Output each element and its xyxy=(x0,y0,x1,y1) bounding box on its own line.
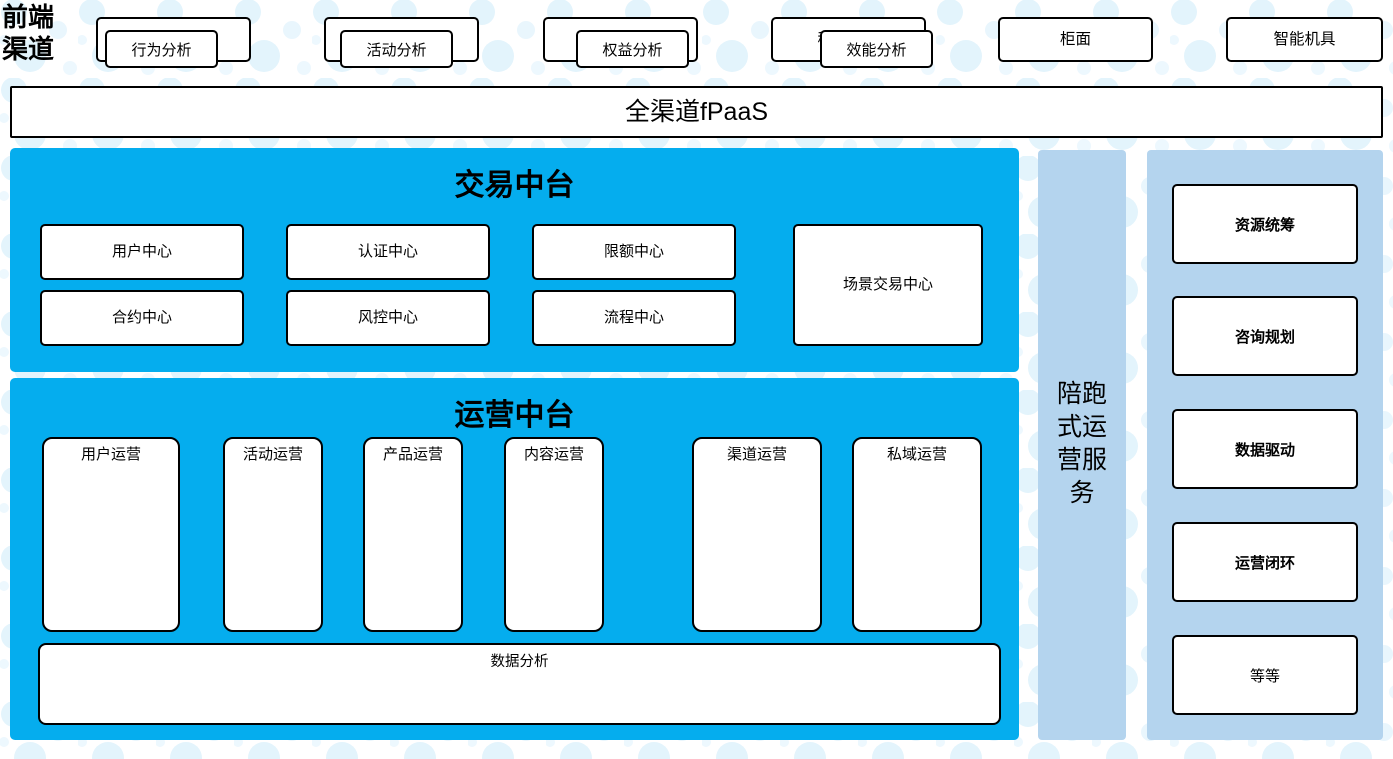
analysis-item-efficiency[interactable]: 效能分析 xyxy=(820,30,933,68)
front-channel-label-line2: 渠道 xyxy=(2,35,55,64)
op-group-private-domain-title: 私域运营 xyxy=(886,446,947,463)
analysis-item-campaign[interactable]: 活动分析 xyxy=(340,30,453,68)
op-group-content: 内容运营 xyxy=(504,437,604,632)
transaction-card-user-center[interactable]: 用户中心 xyxy=(40,224,244,280)
service-label-line-2: 式运 xyxy=(1056,413,1107,441)
service-label-line-4: 务 xyxy=(1069,479,1095,507)
front-channel-label: 前端 渠道 xyxy=(2,2,88,70)
service-card-consulting-planning[interactable]: 咨询规划 xyxy=(1172,296,1358,376)
channel-item-smart-machine[interactable]: 智能机具 xyxy=(1226,17,1383,62)
analysis-item-behavior[interactable]: 行为分析 xyxy=(105,30,218,68)
service-label-line-3: 营服 xyxy=(1056,446,1107,474)
front-channel-label-line1: 前端 xyxy=(2,3,55,32)
service-card-operation-loop[interactable]: 运营闭环 xyxy=(1172,522,1358,602)
transaction-card-auth-center[interactable]: 认证中心 xyxy=(286,224,490,280)
data-analysis-title: 数据分析 xyxy=(490,654,549,670)
transaction-card-risk-center[interactable]: 风控中心 xyxy=(286,290,490,346)
op-group-campaign: 活动运营 xyxy=(223,437,323,632)
op-group-channel: 渠道运营 xyxy=(692,437,822,632)
fpaas-banner: 全渠道fPaaS xyxy=(10,86,1383,138)
data-analysis-group: 数据分析 xyxy=(38,643,1001,725)
transaction-card-process-center[interactable]: 流程中心 xyxy=(532,290,736,346)
transaction-card-limit-center[interactable]: 限额中心 xyxy=(532,224,736,280)
op-group-product-title: 产品运营 xyxy=(382,446,443,463)
service-card-etc[interactable]: 等等 xyxy=(1172,635,1358,715)
op-group-channel-title: 渠道运营 xyxy=(726,446,787,463)
service-card-resource-coordination[interactable]: 资源统筹 xyxy=(1172,184,1358,264)
channel-item-counter[interactable]: 柜面 xyxy=(998,17,1153,62)
op-group-private-domain: 私域运营 xyxy=(852,437,982,632)
op-group-user: 用户运营 xyxy=(42,437,180,632)
transaction-center-title: 交易中台 xyxy=(454,169,575,202)
operation-center-title: 运营中台 xyxy=(454,399,575,432)
transaction-card-scenario-center[interactable]: 场景交易中心 xyxy=(793,224,983,346)
op-group-product: 产品运营 xyxy=(363,437,463,632)
op-group-content-title: 内容运营 xyxy=(523,446,584,463)
op-group-user-title: 用户运营 xyxy=(80,446,141,463)
analysis-item-benefit[interactable]: 权益分析 xyxy=(576,30,689,68)
service-card-data-driven[interactable]: 数据驱动 xyxy=(1172,409,1358,489)
service-label-line-1: 陪跑 xyxy=(1056,380,1107,408)
op-group-campaign-title: 活动运营 xyxy=(242,446,303,463)
transaction-card-contract-center[interactable]: 合约中心 xyxy=(40,290,244,346)
service-column-label: 陪跑 式运 营服 务 xyxy=(1046,378,1118,510)
